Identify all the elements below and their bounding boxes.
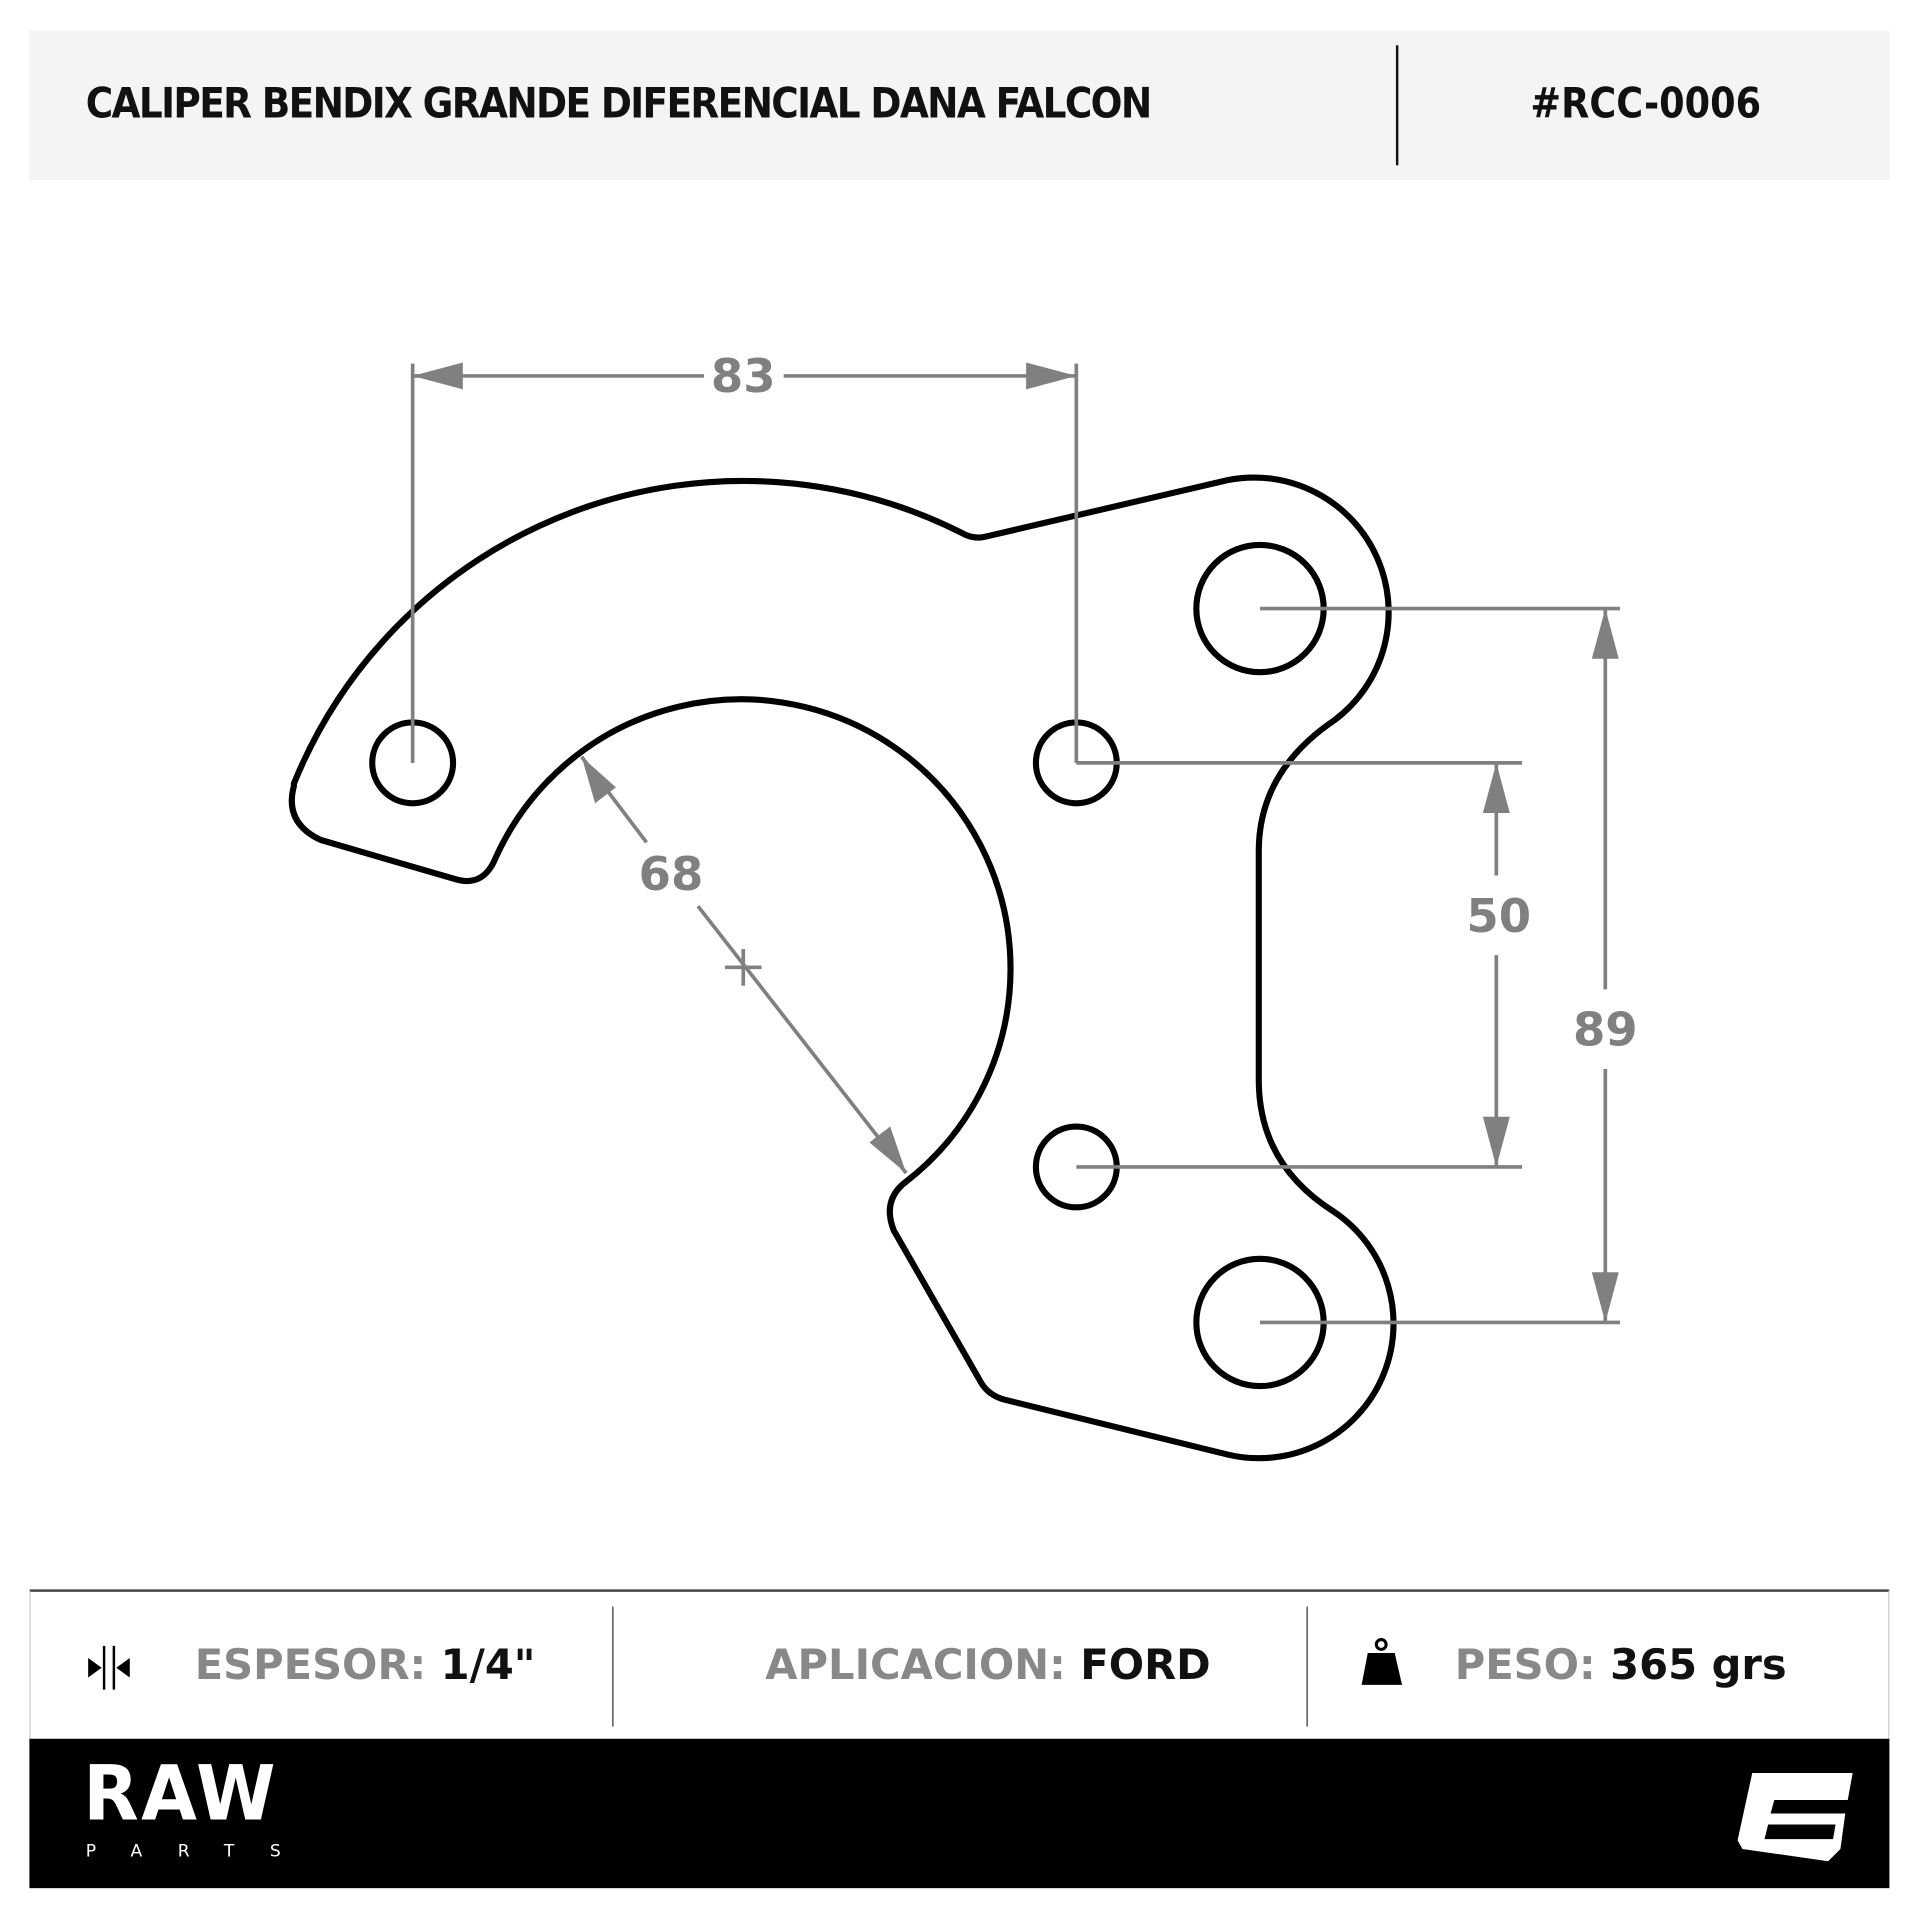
footer: RAW PARTS [29, 1738, 1890, 1889]
spec-thickness: ESPESOR: 1/4" [194, 1640, 536, 1690]
spec-application: APLICACION: FORD [765, 1640, 1211, 1690]
spec-bar: ESPESOR: 1/4" APLICACION: FORD PESO: 365… [29, 1589, 1890, 1739]
product-title: CALIPER BENDIX GRANDE DIFERENCIAL DANA F… [85, 79, 1153, 129]
spec-divider [1306, 1606, 1308, 1727]
dim-89: 89 [1573, 1003, 1638, 1057]
dim-50: 50 [1466, 889, 1531, 943]
dimension-lines [410, 362, 1621, 1325]
part-number: #RCC-0006 [1530, 79, 1762, 129]
spec-divider [612, 1606, 614, 1727]
bracket-outline [288, 474, 1397, 1462]
brand-sub: PARTS [85, 1841, 317, 1862]
dim-83: 83 [711, 349, 776, 403]
brand-logo: RAW [83, 1748, 278, 1838]
weight-icon [1361, 1638, 1403, 1685]
dim-68: 68 [639, 847, 704, 901]
part-outline [288, 474, 1397, 1462]
header: CALIPER BENDIX GRANDE DIFERENCIAL DANA F… [29, 30, 1890, 181]
header-divider [1395, 45, 1399, 166]
c-logo-icon [1737, 1773, 1853, 1862]
spec-weight: PESO: 365 grs [1454, 1640, 1787, 1690]
thickness-icon [88, 1645, 130, 1690]
dimension-labels: 83 68 50 89 [639, 349, 1638, 1057]
